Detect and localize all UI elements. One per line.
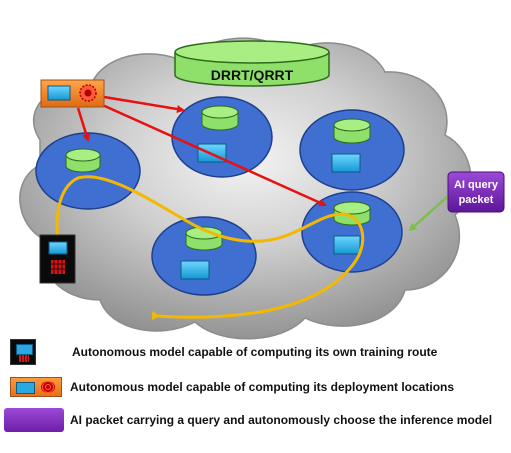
legend-text: AI packet carrying a query and autonomou… [70, 413, 493, 427]
cylinder-icon [333, 201, 371, 215]
legend-item-deployment: Autonomous model capable of computing it… [10, 377, 454, 397]
cylinder-icon [201, 105, 239, 119]
cylinder-icon [65, 148, 101, 162]
orange-autonomous-model-icon [40, 79, 105, 108]
orange-autonomous-model-icon [10, 377, 62, 397]
training-route-path [55, 175, 365, 321]
node-top-center [171, 96, 273, 178]
cylinder-icon [185, 226, 223, 240]
query-packet-label-line2: packet [459, 194, 494, 206]
node-bottom-right [301, 191, 403, 273]
server-icon [333, 235, 361, 255]
black-autonomous-model-icon [39, 234, 76, 284]
legend-text: Autonomous model capable of computing it… [72, 345, 438, 359]
server-icon [180, 260, 210, 280]
deployment-arrows [76, 94, 327, 207]
database-label: DRRT/QRRT [211, 67, 294, 83]
ai-query-packet: AI query packet [447, 171, 505, 213]
legend-item-query-packet: AI packet carrying a query and autonomou… [4, 408, 492, 432]
legend-item-training: Autonomous model capable of computing it… [10, 339, 437, 365]
legend-text: Autonomous model capable of computing it… [70, 380, 455, 394]
purple-query-packet-icon [4, 408, 64, 432]
cylinder-icon [333, 118, 371, 132]
black-autonomous-model-icon [10, 339, 36, 365]
node-left [35, 132, 141, 210]
database-cylinder: DRRT/QRRT [174, 40, 330, 87]
node-bottom-center [151, 216, 257, 296]
node-top-right [299, 109, 405, 191]
query-packet-arrow [408, 196, 448, 232]
server-icon [331, 153, 361, 173]
query-packet-label-line1: AI query [454, 179, 499, 191]
